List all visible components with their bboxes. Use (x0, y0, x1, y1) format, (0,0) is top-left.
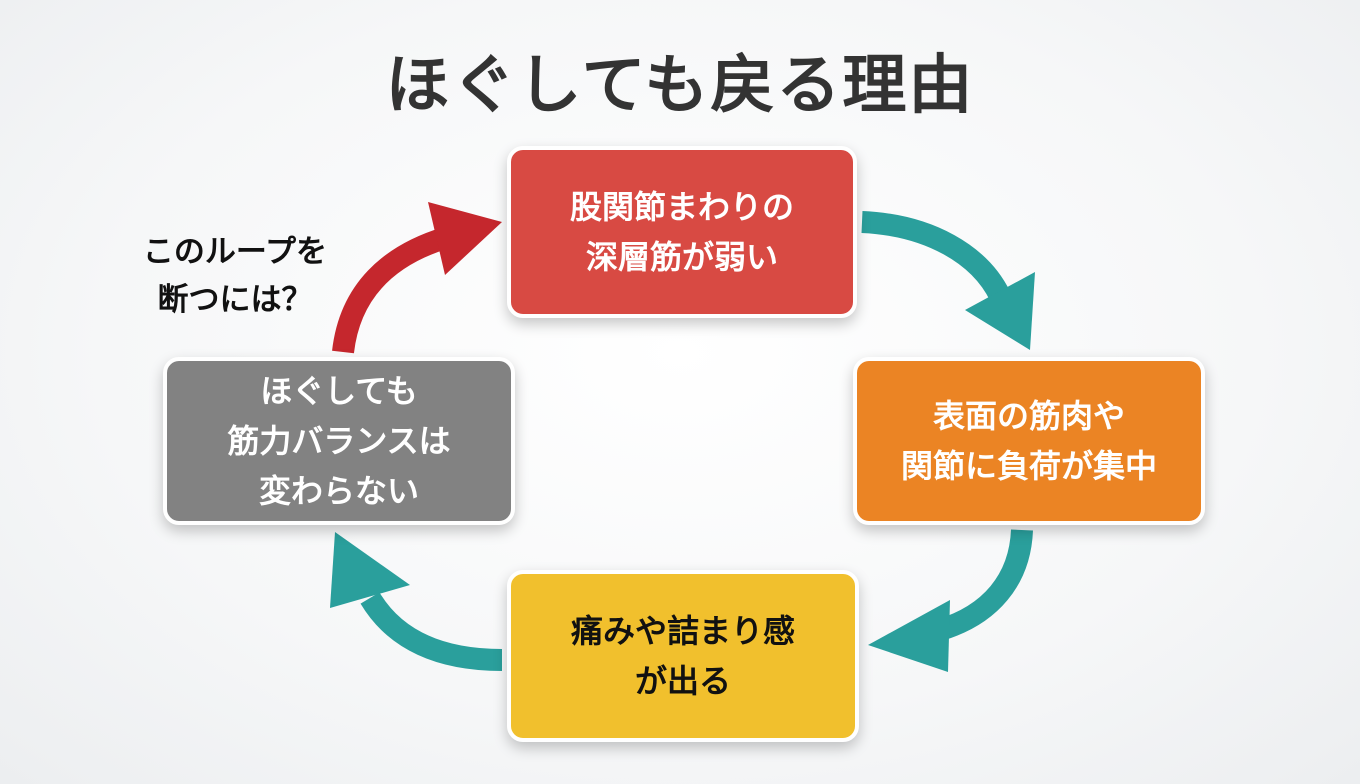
node-bottom-line-2: が出る (634, 662, 731, 700)
node-load-concentration: 表面の筋肉や 関節に負荷が集中 (853, 357, 1205, 525)
node-bottom-line-1: 痛みや詰まり感 (570, 612, 795, 650)
node-left-line-1: ほぐしても (260, 372, 418, 410)
page-title: ほぐしても戻る理由 (385, 49, 975, 123)
node-balance-unchanged: ほぐしても 筋力バランスは 変わらない (163, 357, 515, 525)
node-left-line-3: 変わらない (258, 472, 419, 510)
node-right-line-1: 表面の筋肉や (932, 397, 1125, 435)
question-line-1: このループを (142, 234, 328, 270)
node-pain-stiffness: 痛みや詰まり感 が出る (507, 570, 859, 742)
arrow-bottom-to-left (330, 532, 503, 671)
node-top-line-2: 深層筋が弱い (585, 238, 778, 276)
node-left-line-2: 筋力バランスは (227, 422, 451, 460)
node-right-line-2: 関節に負荷が集中 (900, 447, 1157, 485)
arrow-top-to-right (861, 211, 1035, 350)
loop-question-label: このループを 断つには？ (100, 228, 370, 324)
arrow-left-to-top (332, 202, 502, 354)
node-top-line-1: 股関節まわりの (569, 188, 794, 226)
arrow-right-to-bottom (868, 529, 1033, 672)
node-deep-muscle-weak: 股関節まわりの 深層筋が弱い (507, 146, 857, 318)
question-line-2: 断つには？ (157, 282, 313, 318)
